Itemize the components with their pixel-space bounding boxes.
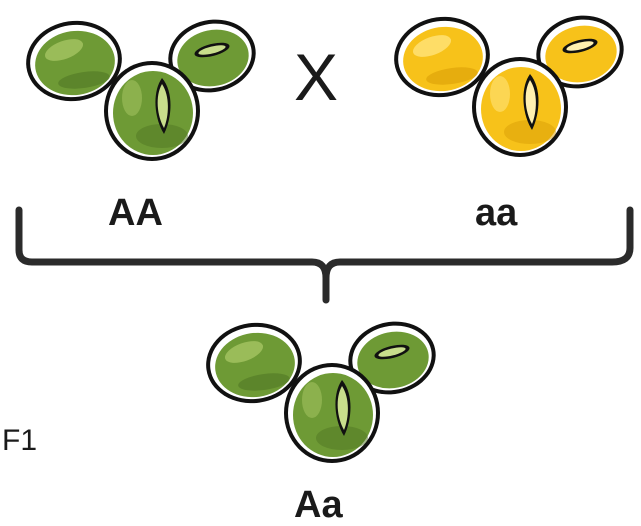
parent-green-peas	[20, 11, 263, 162]
generation-label: F1	[2, 424, 38, 457]
cross-symbol: X	[294, 40, 339, 114]
cross-bracket	[15, 206, 634, 304]
offspring-green-peas	[200, 313, 443, 463]
parent-yellow-peas	[388, 7, 631, 158]
offspring-genotype: Aa	[294, 484, 343, 526]
parent-left-genotype: AA	[108, 192, 163, 234]
parent-right-genotype: aa	[475, 192, 518, 234]
